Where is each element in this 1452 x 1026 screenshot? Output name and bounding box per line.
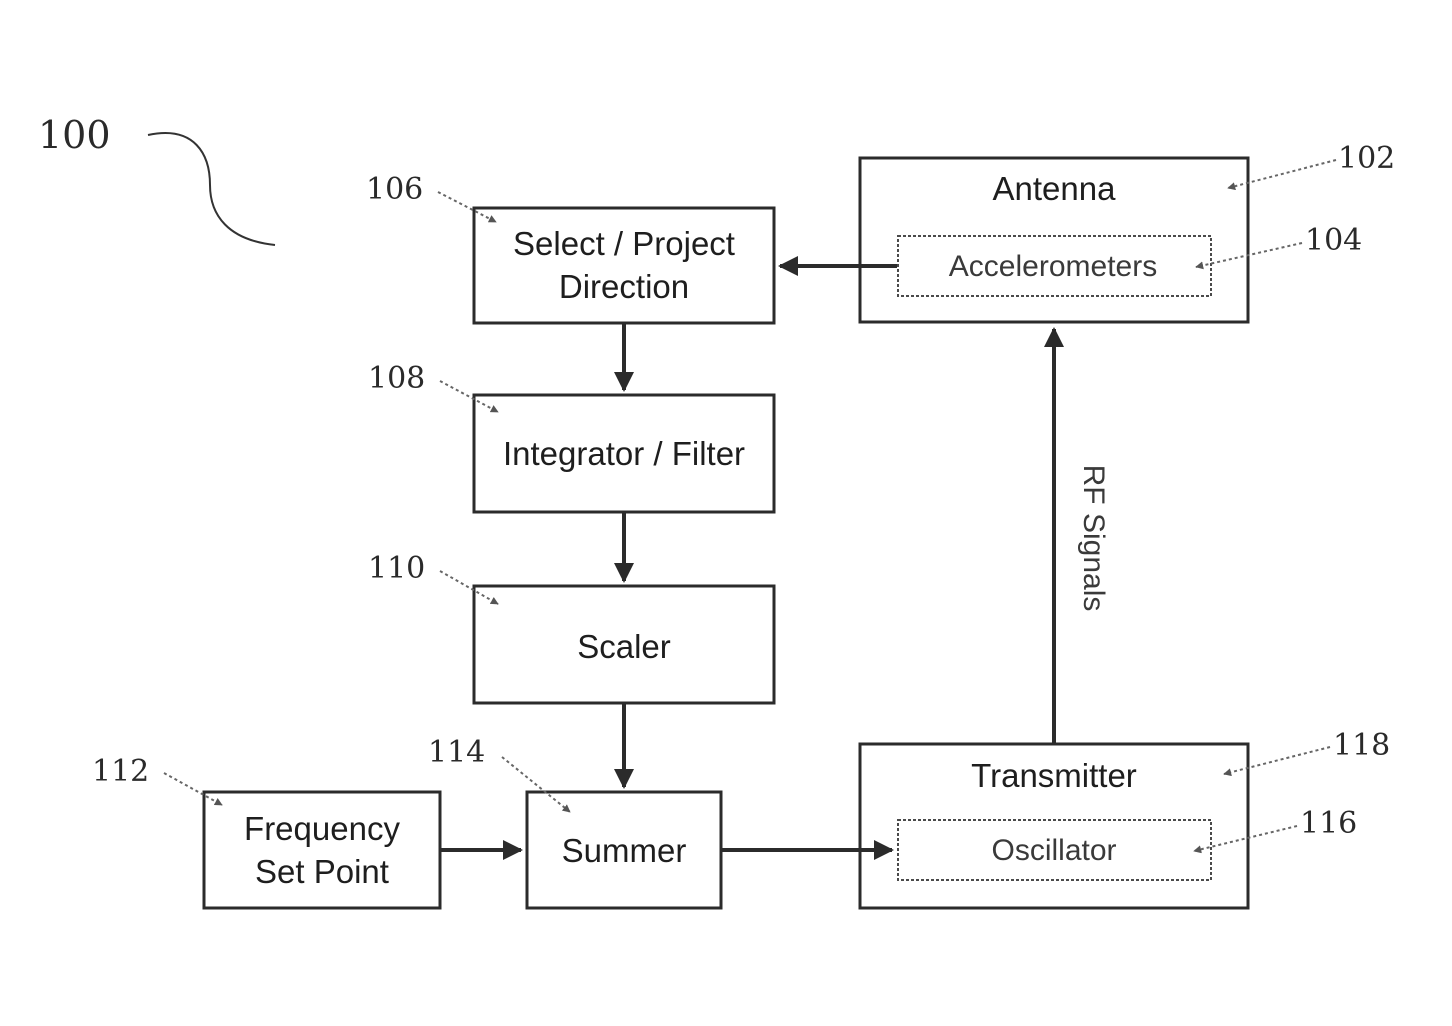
scaler-block: Scaler [474,586,774,703]
integrator-filter-label: Integrator / Filter [503,435,745,472]
figure-label: 100 [38,113,111,157]
scaler-ref: 110 [368,551,425,586]
figure-label-squiggle [148,133,275,245]
select-project-ref: 106 [366,172,423,207]
accelerometers-block: Accelerometers [898,236,1211,296]
accelerometers-label: Accelerometers [949,250,1157,283]
antenna-ref: 102 [1338,141,1395,176]
oscillator-ref: 116 [1300,806,1357,841]
select-project-block: Select / Project Direction [474,208,774,323]
rf-signals-label: RF Signals [1077,465,1110,612]
frequency-set-point-label-line2: Set Point [255,853,389,890]
integrator-filter-ref: 108 [368,361,425,396]
transmitter-label: Transmitter [971,757,1137,794]
antenna-label: Antenna [993,170,1117,207]
frequency-set-point-ref-leader [164,773,222,805]
select-project-label-line1: Select / Project [513,225,735,262]
oscillator-block: Oscillator [898,820,1211,880]
integrator-filter-block: Integrator / Filter [474,395,774,512]
select-project-label-line2: Direction [559,268,689,305]
summer-ref: 114 [428,735,485,770]
frequency-set-point-label-line1: Frequency [244,810,400,847]
oscillator-label: Oscillator [991,834,1116,867]
frequency-set-point-ref: 112 [92,754,149,789]
accelerometers-ref: 104 [1305,223,1362,258]
frequency-set-point-block: Frequency Set Point [204,792,440,908]
summer-label: Summer [562,832,687,869]
transmitter-ref: 118 [1333,728,1390,763]
summer-block: Summer [527,792,721,908]
scaler-label: Scaler [577,628,671,665]
